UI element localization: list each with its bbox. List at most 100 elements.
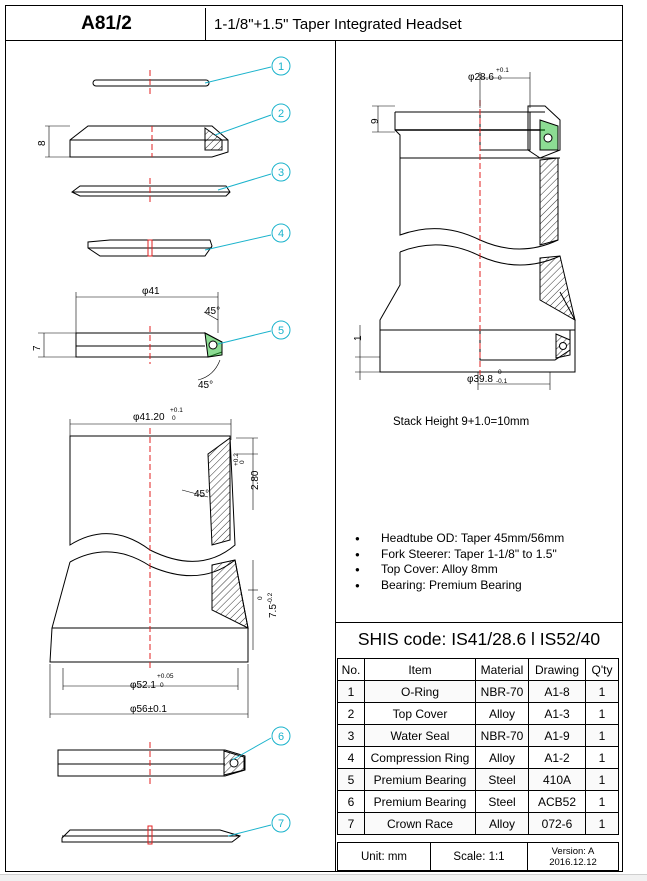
assembly-dimension-labels: φ28.6 +0.1 0 9 1 φ39.8 0 -0.1	[353, 67, 509, 385]
dim-top-cover-height: 8	[37, 140, 48, 146]
cell-qty: 1	[585, 746, 619, 769]
dim-assembly-top-tol-plus: +0.1	[496, 67, 509, 74]
cell-material: Alloy	[475, 812, 529, 835]
dim-upper-depth-tol-zero: 0	[239, 460, 246, 464]
cell-qty: 1	[585, 768, 619, 791]
scale-label: Scale: 1:1	[431, 843, 528, 870]
cell-item: Water Seal	[364, 724, 476, 747]
dim-upper-depth-tol-plus: +0.2	[233, 453, 240, 466]
col-qty: Q'ty	[585, 658, 619, 681]
version-block: Version: A 2016.12.12	[528, 843, 618, 870]
parts-table: No. Item Material Drawing Q'ty 1 O-Ring …	[337, 658, 619, 835]
cell-no: 5	[337, 768, 365, 791]
column-divider	[335, 40, 336, 872]
callout-labels: 1 2 3 4 5 6 7	[278, 61, 284, 830]
cell-no: 6	[337, 790, 365, 813]
title-divider	[5, 40, 623, 41]
dim-assembly-bottom-tol-zero: 0	[498, 369, 502, 376]
shis-code: SHIS code: IS41/28.6 l IS52/40	[335, 622, 623, 656]
dim-bearing-diameter: φ41	[142, 286, 160, 297]
cell-no: 1	[337, 680, 365, 703]
horizontal-scrollbar[interactable]	[0, 874, 647, 881]
o-ring-drawing	[92, 70, 210, 96]
dim-bearing-height: 7	[32, 345, 43, 351]
cell-material: NBR-70	[475, 724, 529, 747]
cell-qty: 1	[585, 812, 619, 835]
water-seal-drawing	[71, 178, 231, 204]
cell-drawing: A1-9	[528, 724, 586, 747]
cell-material: Alloy	[475, 702, 529, 725]
callout-4: 4	[278, 228, 284, 240]
dim-headtube-od: φ56±0.1	[130, 704, 167, 715]
cell-drawing: A1-3	[528, 702, 586, 725]
cell-material: Steel	[475, 790, 529, 813]
callout-2: 2	[278, 108, 284, 120]
headset-title: 1-1/8"+1.5" Taper Integrated Headset	[214, 15, 462, 33]
table-row: 2 Top Cover Alloy A1-3 1	[337, 702, 619, 725]
left-dimension-labels: 8 φ41 45° 45° 7 φ41.20 +0.1 0 45° 2.80 +…	[32, 140, 279, 715]
dim-lower-cup-diameter: φ52.1	[130, 680, 156, 691]
dim-assembly-bottom-diameter: φ39.8	[467, 374, 493, 385]
bottom-bearing-drawing	[57, 742, 246, 784]
cell-no: 4	[337, 746, 365, 769]
cell-material: Steel	[475, 768, 529, 791]
model-number: A81/2	[8, 8, 206, 40]
dim-upper-cup-tol-zero: 0	[172, 415, 176, 422]
spec-item: Fork Steerer: Taper 1-1/8" to 1.5"	[355, 547, 564, 563]
title-block-footer: Unit: mm Scale: 1:1 Version: A 2016.12.1…	[337, 842, 619, 871]
table-row: 5 Premium Bearing Steel 410A 1	[337, 768, 619, 791]
dim-lower-cup-tol-zero: 0	[160, 682, 164, 689]
cell-qty: 1	[585, 724, 619, 747]
dim-upper-angle: 45°	[194, 489, 209, 500]
dim-bearing-angle-top: 45°	[205, 306, 220, 317]
cell-drawing: ACB52	[528, 790, 586, 813]
dim-assembly-top-diameter: φ28.6	[468, 72, 494, 83]
crown-race-drawing	[61, 825, 242, 845]
spec-item: Bearing: Premium Bearing	[355, 578, 564, 594]
top-bearing-drawing	[38, 292, 223, 381]
cell-drawing: A1-8	[528, 680, 586, 703]
dim-assembly-top-tol-zero: 0	[498, 75, 502, 82]
spec-item: Top Cover: Alloy 8mm	[355, 562, 564, 578]
dim-bearing-angle-bottom: 45°	[198, 380, 213, 391]
unit-label: Unit: mm	[338, 843, 431, 870]
cell-item: Premium Bearing	[364, 790, 476, 813]
cell-item: Premium Bearing	[364, 768, 476, 791]
dim-upper-cup-diameter: φ41.20	[133, 412, 165, 423]
table-row: 7 Crown Race Alloy 072-6 1	[337, 812, 619, 835]
cell-drawing: A1-2	[528, 746, 586, 769]
callout-markers	[204, 56, 291, 837]
version-label: Version: A	[551, 845, 595, 857]
dim-assembly-bottom-tol-minus: -0.1	[496, 378, 508, 385]
table-header-row: No. Item Material Drawing Q'ty	[337, 658, 619, 681]
cell-material: Alloy	[475, 746, 529, 769]
callout-3: 3	[278, 167, 284, 179]
stack-height-note: Stack Height 9+1.0=10mm	[393, 416, 530, 428]
table-row: 3 Water Seal NBR-70 A1-9 1	[337, 724, 619, 747]
dim-upper-depth: 2.80	[250, 470, 261, 490]
dim-stack-bottom: 1	[353, 335, 364, 341]
dim-lower-cup-tol-plus: +0.05	[157, 673, 174, 680]
cell-qty: 1	[585, 702, 619, 725]
assembly-section-drawing	[355, 72, 576, 390]
col-drawing: Drawing	[528, 658, 586, 681]
callout-1: 1	[278, 61, 284, 73]
cell-no: 7	[337, 812, 365, 835]
cell-item: Compression Ring	[364, 746, 476, 769]
cell-item: O-Ring	[364, 680, 476, 703]
dim-lower-depth-tol-minus: -0.2	[267, 592, 274, 604]
cell-item: Top Cover	[364, 702, 476, 725]
table-row: 4 Compression Ring Alloy A1-2 1	[337, 746, 619, 769]
col-item: Item	[364, 658, 476, 681]
top-cover-drawing	[45, 125, 229, 158]
headtube-section-drawing	[49, 419, 258, 718]
dim-upper-cup-tol-plus: +0.1	[170, 407, 183, 414]
cell-no: 3	[337, 724, 365, 747]
callout-6: 6	[278, 731, 284, 743]
col-material: Material	[475, 658, 529, 681]
cell-qty: 1	[585, 680, 619, 703]
callout-5: 5	[278, 325, 284, 337]
drawing-frame	[5, 5, 623, 872]
dim-lower-depth-tol-zero: 0	[257, 596, 264, 600]
